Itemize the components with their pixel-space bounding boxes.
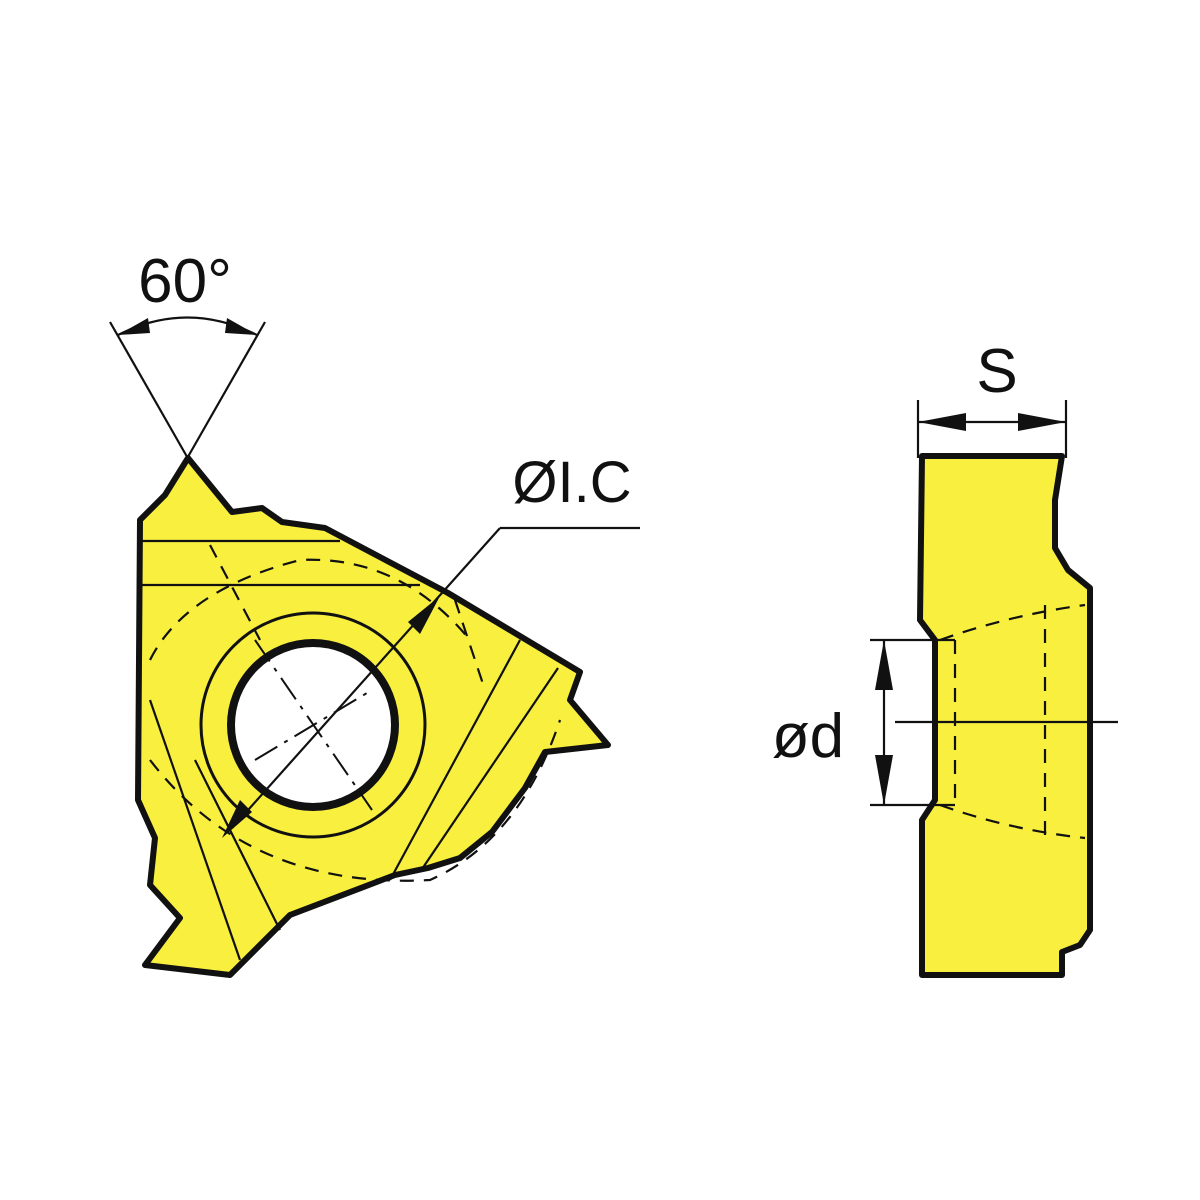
- angle-label: 60°: [138, 247, 232, 316]
- groove-line-left-1: [148, 699, 242, 961]
- insert-side-view: ød S: [772, 337, 1118, 978]
- d-arrowhead-bottom: [875, 755, 893, 805]
- side-body-outline: [917, 453, 1093, 978]
- groove-line-left-2: [194, 759, 281, 931]
- counterbore-ring: [199, 611, 427, 839]
- side-hidden-countersink-bottom: [939, 803, 1086, 840]
- s-arrowhead-left: [918, 413, 966, 431]
- groove-line-right-1: [389, 639, 521, 881]
- side-hidden-countersink-top: [939, 603, 1086, 642]
- s-arrowhead-right: [1018, 413, 1066, 431]
- ic-label: ØI.C: [512, 450, 631, 515]
- ic-arrowhead-top: [408, 596, 440, 634]
- d-arrowhead-top: [875, 640, 893, 690]
- hidden-edge-2: [149, 558, 471, 661]
- angle-arrowhead-right: [225, 318, 257, 335]
- angle-arrowhead-left: [118, 318, 150, 335]
- angle-extension-left: [109, 321, 191, 463]
- d-label: ød: [772, 702, 844, 771]
- hole-centerline-2: [254, 689, 373, 761]
- insert-front-view: 60° ØI.C: [109, 247, 640, 978]
- groove-line-right-2: [419, 667, 559, 873]
- hidden-edge-4: [453, 599, 487, 691]
- hidden-edge-1: [149, 719, 562, 882]
- angle-extension-right: [184, 321, 266, 463]
- hidden-edge-3: [209, 544, 261, 641]
- ic-arrowhead-bottom: [222, 800, 252, 838]
- s-label: S: [976, 337, 1017, 406]
- ic-leader-diagonal: [231, 527, 501, 829]
